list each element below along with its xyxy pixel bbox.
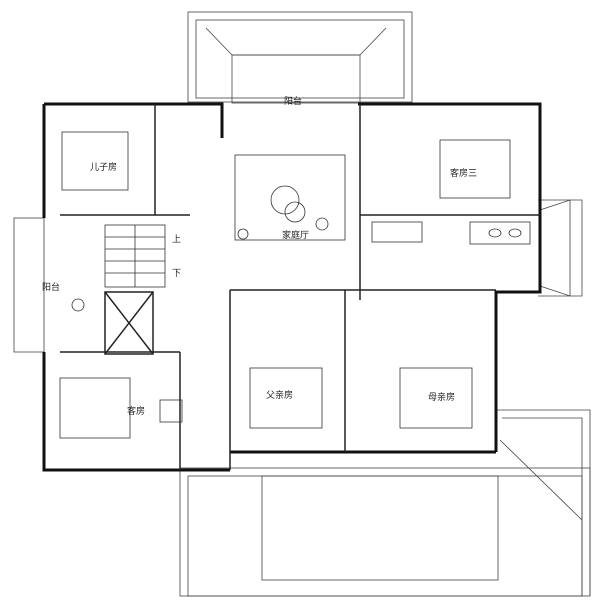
- room-label-balcony-top: 阳台: [284, 97, 303, 107]
- elevator-cross-b: [104, 291, 154, 355]
- balcony-top-area: [231, 54, 361, 104]
- terrace-inner: [187, 475, 583, 597]
- room-label-guest-room-3: 客房三: [450, 169, 478, 179]
- bed-father-room: [249, 367, 323, 429]
- wall-top-left: [44, 102, 224, 138]
- bed-guest-room-3: [439, 139, 511, 199]
- roof-inner-top: [195, 19, 405, 99]
- wall-left-lower: [42, 352, 230, 472]
- bed-son-room: [61, 131, 129, 191]
- terrace-right-edge: [495, 409, 591, 596]
- terrace-right-inner: [502, 417, 583, 596]
- bathroom-fixtures: [71, 221, 531, 423]
- room-label-balcony-left: 阳台: [42, 283, 61, 293]
- roof-hip-bottom-right: [499, 439, 583, 521]
- staircase: [104, 224, 166, 288]
- roof-outline-top: [187, 11, 413, 103]
- stair-label-up: 上: [172, 235, 182, 245]
- bed-mother-room: [399, 367, 473, 429]
- roof-hip-top: [205, 27, 387, 56]
- roof-right-hip: [539, 199, 571, 297]
- stair-label-down: 下: [172, 269, 182, 279]
- room-label-mother-room: 母亲房: [428, 393, 456, 403]
- room-label-guest-room: 客房: [127, 407, 146, 417]
- wall-top-right: [358, 102, 542, 452]
- family-room-furniture: [234, 154, 346, 241]
- room-label-son-room: 儿子房: [90, 163, 118, 173]
- room-label-family-room: 家庭厅: [282, 231, 310, 241]
- elevator-shaft: [104, 291, 154, 355]
- terrace-outline: [179, 467, 591, 597]
- balcony-left-area: [13, 217, 45, 353]
- bed-guest-room: [59, 377, 131, 439]
- room-label-father-room: 父亲房: [266, 391, 294, 401]
- terrace-court: [261, 475, 499, 581]
- roof-right: [538, 199, 583, 297]
